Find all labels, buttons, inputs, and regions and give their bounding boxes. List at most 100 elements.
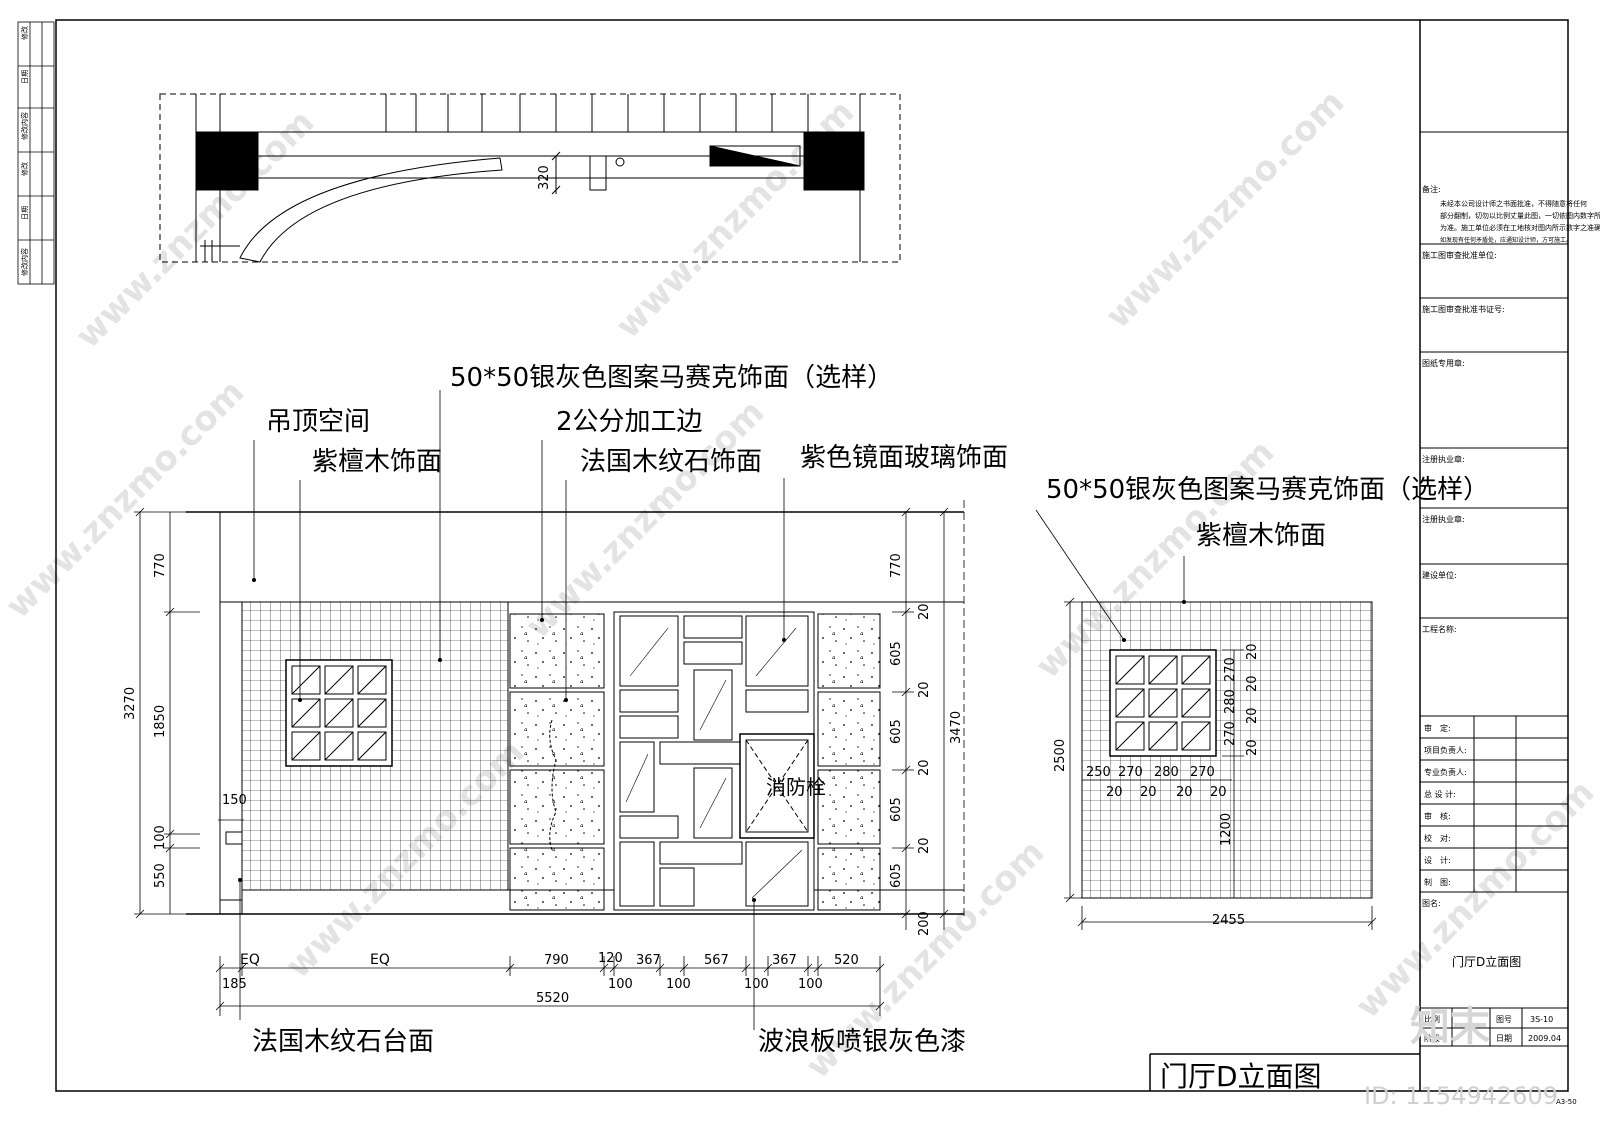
tb-review-cert: 施工图审查批准书证号: bbox=[1422, 304, 1505, 314]
dim-side-2455: 2455 bbox=[1212, 913, 1245, 928]
label-french-stone: 法国木纹石饰面 bbox=[580, 447, 762, 477]
rev-label-4: 修改 bbox=[20, 162, 29, 176]
tb-note-4: 如发现有任何矛盾处，应通知设计师，方可施工。 bbox=[1440, 236, 1572, 244]
tb-scale-label: 比例 bbox=[1424, 1014, 1440, 1024]
dim-bottom-367b: 367 bbox=[772, 953, 797, 968]
dim-side-v20b: 20 bbox=[1245, 675, 1260, 692]
dim-side-v270a: 270 bbox=[1223, 657, 1238, 682]
rev-label-6: 修改内容 bbox=[20, 248, 29, 276]
tb-figname-label: 图名: bbox=[1422, 898, 1441, 908]
tb-note-1: 未经本公司设计师之书面批准，不得随意将任何 bbox=[1440, 199, 1587, 208]
label-rosewood: 紫檀木饰面 bbox=[312, 447, 442, 477]
tb-stage-label: 阶段 bbox=[1424, 1033, 1440, 1043]
dim-side-20a: 20 bbox=[1106, 785, 1123, 800]
dim-bottom-eq2: EQ bbox=[370, 952, 390, 968]
dim-bottom-100b: 100 bbox=[666, 977, 691, 992]
label-edge-2cm: 2公分加工边 bbox=[556, 407, 703, 437]
window-grid-right bbox=[1109, 649, 1217, 757]
dim-left-1850: 1850 bbox=[153, 705, 168, 738]
dim-left-770: 770 bbox=[153, 553, 168, 578]
dim-side-2500: 2500 bbox=[1053, 739, 1068, 772]
dim-right-20c: 20 bbox=[917, 759, 932, 776]
tb-role-3: 专业负责人: bbox=[1424, 767, 1467, 777]
window-grid-left bbox=[285, 659, 393, 767]
dim-bottom-367a: 367 bbox=[636, 953, 661, 968]
tb-note-2: 部分翻制，切勿以比例丈量此图，一切依图内数字所示 bbox=[1440, 211, 1600, 220]
dim-side-1200: 1200 bbox=[1219, 813, 1234, 846]
rev-label-5: 日期 bbox=[21, 206, 29, 220]
watermark-2: www.znzmo.com bbox=[608, 92, 862, 346]
drawing-title: 门厅D立面图 bbox=[1160, 1060, 1322, 1093]
revision-strip bbox=[17, 21, 55, 285]
dim-bottom-790: 790 bbox=[544, 953, 569, 968]
dim-side-v20a: 20 bbox=[1245, 643, 1260, 660]
tb-role-6: 校 对: bbox=[1424, 833, 1451, 843]
label-wave-board: 波浪板喷银灰色漆 bbox=[758, 1027, 966, 1057]
tb-date: 2009.04 bbox=[1528, 1034, 1561, 1043]
dim-right-200: 200 bbox=[917, 911, 932, 936]
dim-side-250: 250 bbox=[1086, 765, 1111, 780]
tb-fig-no: 3S-10 bbox=[1530, 1015, 1553, 1024]
rev-label-3: 修改内容 bbox=[20, 112, 29, 140]
dim-bottom-5520: 5520 bbox=[536, 991, 569, 1006]
logo-text: 知末 bbox=[1410, 1004, 1490, 1050]
dim-side-270b: 270 bbox=[1190, 765, 1215, 780]
tb-date-label: 日期 bbox=[1496, 1034, 1512, 1043]
label-mosaic-top: 50*50银灰色图案马赛克饰面（选样） bbox=[450, 363, 893, 393]
tb-reg1: 注册执业章: bbox=[1422, 454, 1465, 464]
dim-side-270a: 270 bbox=[1118, 765, 1143, 780]
dim-bottom-520: 520 bbox=[834, 953, 859, 968]
drawing-title-box bbox=[1149, 1053, 1420, 1091]
label-mosaic-right: 50*50银灰色图案马赛克饰面（选样） bbox=[1046, 475, 1489, 505]
watermark-1: www.znzmo.com bbox=[68, 102, 322, 356]
main-leaders bbox=[237, 390, 787, 1030]
tb-notes-label: 备注: bbox=[1422, 184, 1441, 194]
id-text: ID: 1154942609 bbox=[1364, 1082, 1558, 1110]
dim-left-550: 550 bbox=[153, 863, 168, 888]
dim-bottom-120: 120 bbox=[598, 951, 623, 966]
label-stone-counter: 法国木纹石台面 bbox=[252, 1027, 434, 1057]
tb-stamp: 图纸专用章: bbox=[1422, 358, 1465, 368]
dim-right-605b: 605 bbox=[889, 719, 904, 744]
tb-review-unit: 施工图审查批准单位: bbox=[1422, 250, 1497, 260]
right-dim-lines bbox=[892, 500, 965, 930]
dim-bottom-100c: 100 bbox=[744, 977, 769, 992]
tb-client: 建设单位: bbox=[1422, 570, 1457, 580]
bottom-dim-lines bbox=[215, 956, 885, 1016]
dim-right-3470: 3470 bbox=[949, 711, 964, 744]
dim-right-605c: 605 bbox=[889, 797, 904, 822]
tb-role-8: 制 图: bbox=[1424, 877, 1451, 887]
label-rosewood-right: 紫檀木饰面 bbox=[1196, 521, 1326, 551]
dim-right-20a: 20 bbox=[917, 603, 932, 620]
woven-mirror-panel bbox=[613, 611, 815, 911]
left-dim-lines bbox=[134, 507, 244, 919]
rev-label-2: 日期 bbox=[21, 70, 29, 84]
dim-side-v270b: 270 bbox=[1223, 721, 1238, 746]
tb-role-7: 设 计: bbox=[1424, 855, 1451, 865]
side-dim-lines bbox=[1064, 597, 1377, 930]
dim-bottom-100d: 100 bbox=[798, 977, 823, 992]
dim-bottom-567: 567 bbox=[704, 953, 729, 968]
plan-view bbox=[159, 93, 901, 263]
tb-fig-no-label: 图号 bbox=[1496, 1015, 1512, 1024]
dim-side-v20d: 20 bbox=[1245, 739, 1260, 756]
dim-side-v280: 280 bbox=[1223, 689, 1238, 714]
dim-side-280: 280 bbox=[1154, 765, 1179, 780]
dim-right-605d: 605 bbox=[889, 863, 904, 888]
dim-right-770: 770 bbox=[889, 553, 904, 578]
stone-panels bbox=[509, 613, 881, 911]
tb-role-4: 总 设 计: bbox=[1424, 789, 1456, 799]
dim-side-20d: 20 bbox=[1210, 785, 1227, 800]
revision-strip-labels: 修改 日期 修改内容 修改 日期 修改内容 bbox=[20, 26, 29, 276]
dim-left-3270: 3270 bbox=[123, 687, 138, 720]
sheet-border bbox=[55, 19, 1569, 1092]
dim-bottom-eq1: EQ bbox=[240, 952, 260, 968]
label-purple-mirror: 紫色镜面玻璃饰面 bbox=[800, 443, 1008, 473]
side-leaders bbox=[1035, 509, 1187, 643]
sheet-size: A3-50 bbox=[1556, 1098, 1577, 1106]
dim-side-20b: 20 bbox=[1140, 785, 1157, 800]
rev-label-1: 修改 bbox=[20, 26, 29, 40]
dim-bottom-100a: 100 bbox=[608, 977, 633, 992]
tb-role-1: 审 定: bbox=[1424, 723, 1451, 733]
